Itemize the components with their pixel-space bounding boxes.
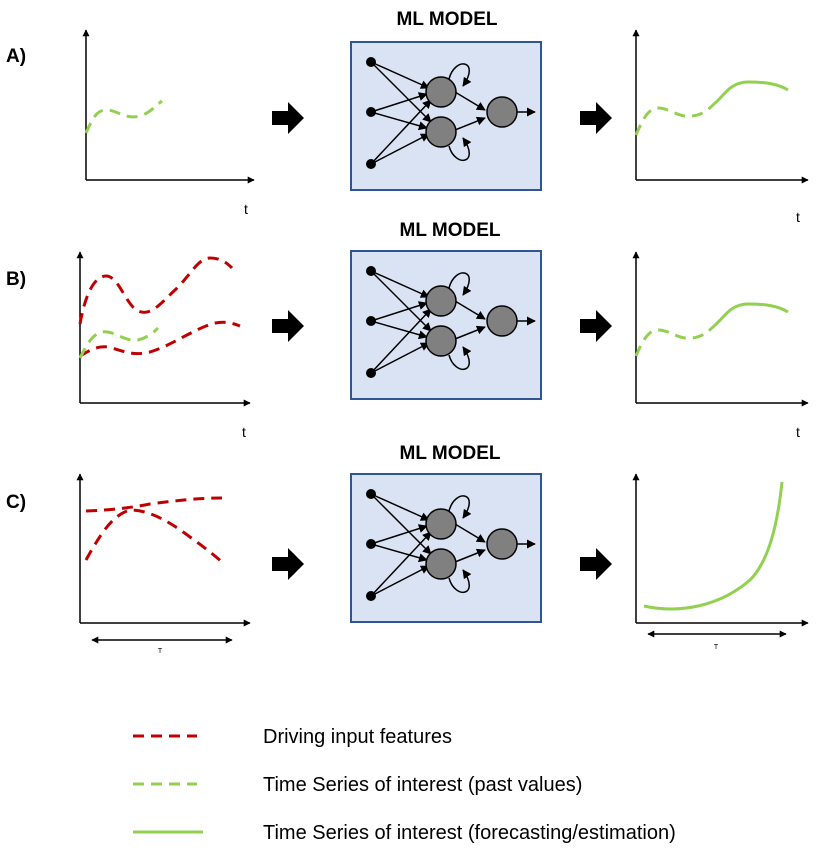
legend: Driving input features Time Series of in… (133, 726, 676, 844)
input-chart-c (76, 473, 251, 644)
legend-label-past: Time Series of interest (past values) (263, 774, 582, 796)
neural-network-icon (351, 251, 541, 399)
output-chart-c (632, 473, 809, 638)
legend-label-forecast: Time Series of interest (forecasting/est… (263, 822, 676, 844)
arrow-right-icon (272, 310, 304, 342)
model-title-b: ML MODEL (400, 220, 501, 241)
arrow-right-icon (580, 102, 612, 134)
output-axis-label-b: t (796, 424, 800, 440)
input-axis-label-a: t (244, 201, 248, 217)
neural-network-icon (351, 42, 541, 190)
row-label-a: A) (6, 46, 26, 67)
arrow-right-icon (272, 102, 304, 134)
output-axis-label-a: t (796, 209, 800, 225)
model-title-a: ML MODEL (397, 9, 498, 30)
row-label-c: C) (6, 492, 26, 513)
arrow-right-icon (272, 548, 304, 580)
input-chart-a (82, 29, 255, 184)
output-chart-b (632, 251, 809, 407)
legend-label-driving: Driving input features (263, 726, 452, 748)
input-axis-label-b: t (242, 424, 246, 440)
output-axis-label-c: T (714, 644, 719, 651)
input-chart-b (76, 251, 251, 407)
arrow-right-icon (580, 548, 612, 580)
input-axis-label-c: T (158, 648, 163, 655)
model-title-c: ML MODEL (400, 443, 501, 464)
arrow-right-icon (580, 310, 612, 342)
neural-network-icon (351, 474, 541, 622)
row-label-b: B) (6, 269, 26, 290)
output-chart-a (632, 29, 809, 184)
